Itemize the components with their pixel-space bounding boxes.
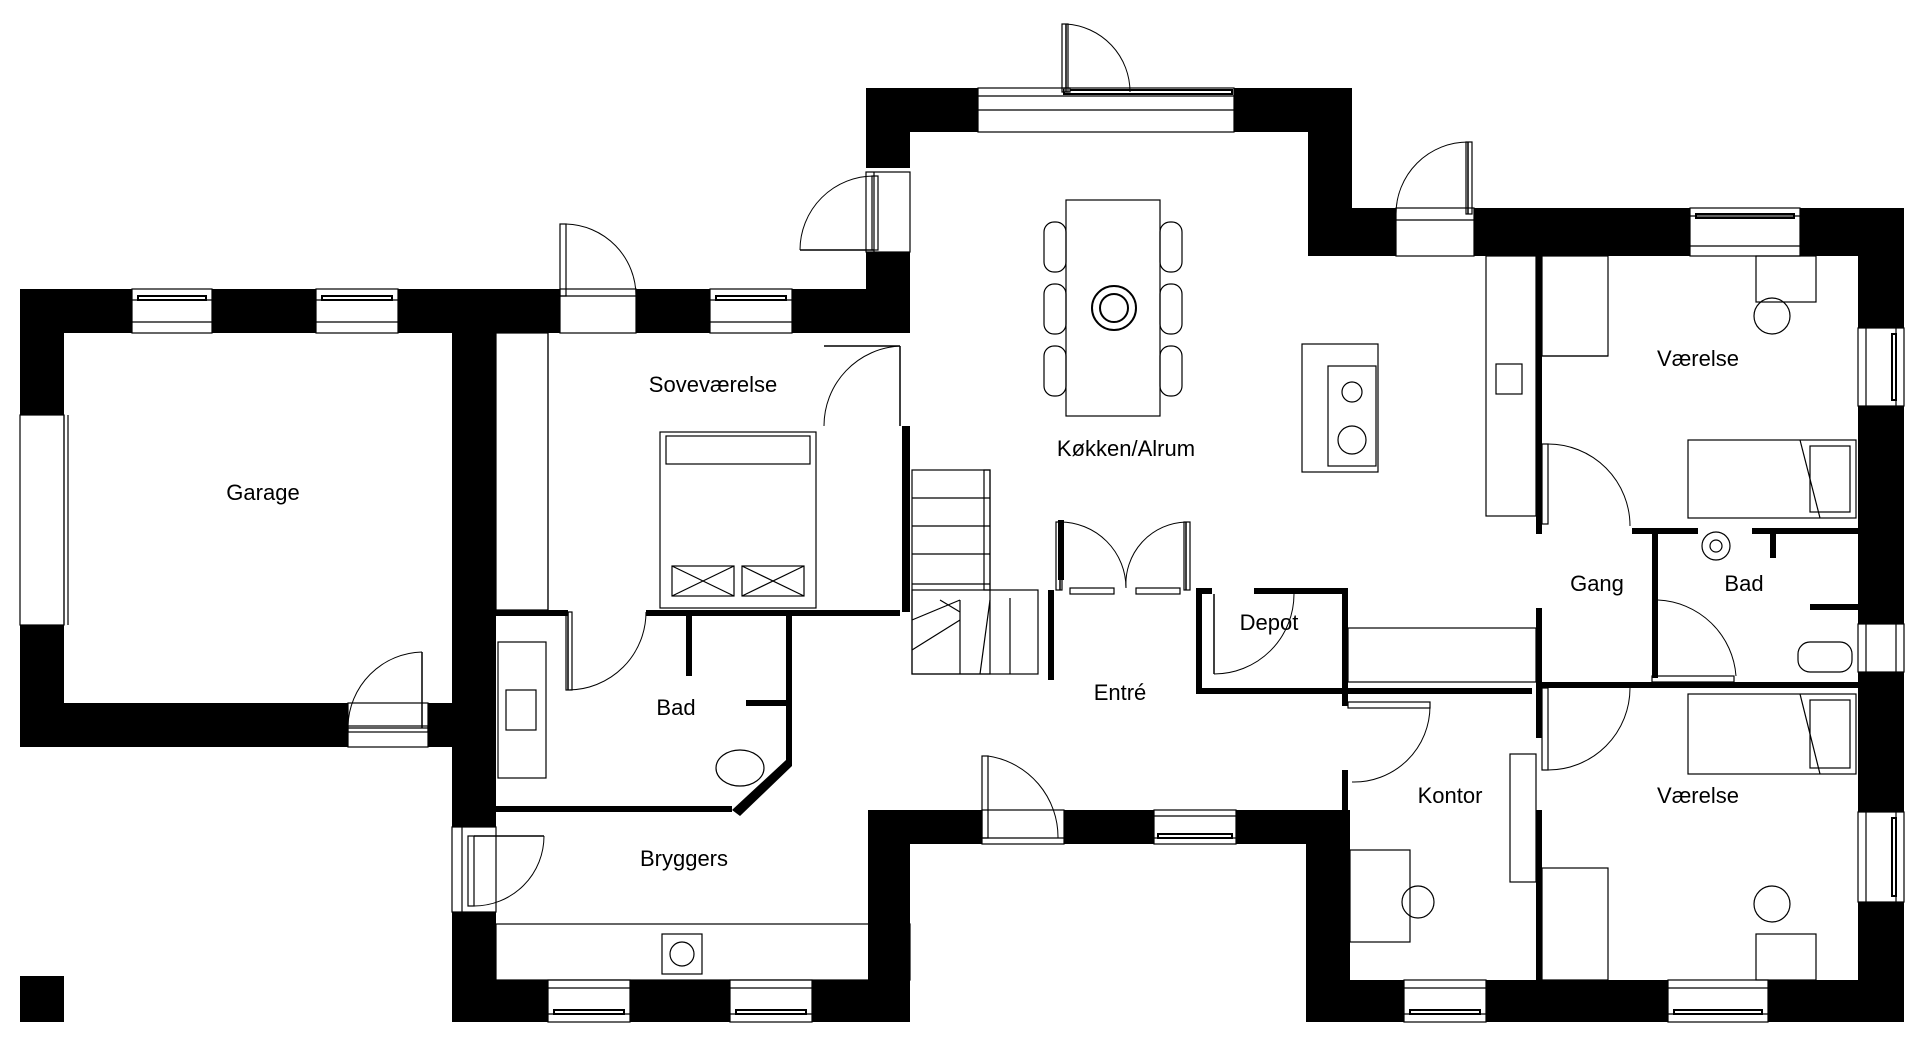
room-label-vaerelse-top: Værelse: [1657, 346, 1739, 371]
room-label-kontor: Kontor: [1418, 783, 1483, 808]
toilet-icon: [715, 749, 765, 787]
door-swing-icon: [823, 345, 901, 427]
room-label-entre: Entré: [1094, 680, 1147, 705]
room-labels: Garage Soveværelse Køkken/Alrum Værelse …: [226, 346, 1763, 871]
door-swing-icon: [1347, 701, 1431, 783]
window-icon: [315, 288, 399, 334]
wardrobe: [1541, 255, 1609, 357]
door-swing-icon: [565, 611, 647, 691]
sink-icon: [497, 641, 547, 779]
door-swing-icon: [1395, 141, 1475, 257]
doors: [347, 23, 1737, 913]
window-icon: [1857, 327, 1905, 407]
bed-icon: [1687, 693, 1857, 775]
door-swing-icon: [1541, 443, 1631, 527]
room-label-kokken-alrum: Køkken/Alrum: [1057, 436, 1195, 461]
door-swing-icon: [451, 826, 545, 913]
wardrobe: [495, 332, 549, 611]
wardrobe: [1541, 867, 1609, 981]
sink-icon: [1301, 343, 1379, 473]
window-icon: [977, 87, 1235, 133]
stairs-icon: [911, 469, 1039, 675]
sink-icon: [495, 923, 911, 981]
door-swing-icon: [981, 755, 1065, 845]
room-label-bad-left: Bad: [656, 695, 695, 720]
windows: [19, 87, 1905, 1023]
bed-icon: [659, 431, 817, 609]
door-swing-icon: [1055, 521, 1191, 595]
window-icon: [1857, 811, 1905, 903]
counter: [1347, 627, 1537, 683]
window-icon: [547, 979, 631, 1023]
window-icon: [1689, 207, 1801, 257]
window-icon: [19, 414, 69, 626]
bed-icon: [1687, 439, 1857, 519]
kitchen-counter: [1485, 255, 1537, 517]
room-label-sovevaerelse: Soveværelse: [649, 372, 777, 397]
room-label-gang: Gang: [1570, 571, 1624, 596]
window-icon: [729, 979, 813, 1023]
window-icon: [1403, 979, 1487, 1023]
dining-table-icon: [1043, 199, 1183, 417]
desk-icon: [1349, 753, 1537, 943]
door-swing-icon: [559, 223, 637, 334]
door-swing-icon: [347, 651, 429, 748]
window-icon: [709, 288, 793, 334]
walls: [20, 88, 1904, 1022]
door-swing-icon: [1213, 593, 1295, 675]
room-label-vaerelse-bottom: Værelse: [1657, 783, 1739, 808]
desk-icon: [1753, 255, 1817, 335]
door-swing-icon: [1541, 687, 1631, 771]
window-icon: [1667, 979, 1769, 1023]
room-label-bryggers: Bryggers: [640, 846, 728, 871]
door-swing-icon: [1651, 599, 1737, 683]
window-icon: [131, 288, 213, 334]
door-swing-icon: [1061, 23, 1131, 93]
sink-icon: [1701, 531, 1731, 561]
toilet-icon: [1797, 641, 1853, 673]
room-label-depot: Depot: [1240, 610, 1299, 635]
room-label-garage: Garage: [226, 480, 299, 505]
window-icon: [1153, 809, 1237, 845]
window-icon: [1857, 623, 1905, 673]
door-swing-icon: [799, 171, 911, 253]
interior-walls: [496, 256, 1858, 980]
desk-icon: [1753, 885, 1817, 981]
room-label-bad-right: Bad: [1724, 571, 1763, 596]
